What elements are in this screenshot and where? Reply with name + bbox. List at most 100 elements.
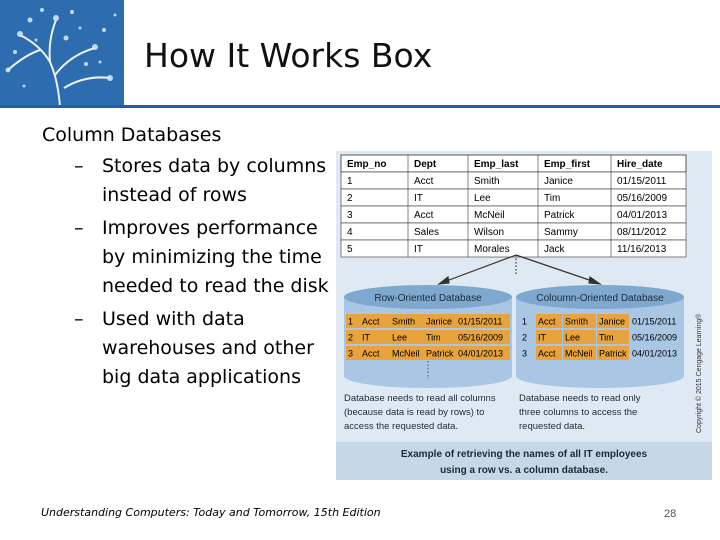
col-db-cell: 04/01/2013	[632, 349, 677, 359]
row-db-title: Row-Oriented Database	[374, 293, 482, 304]
table-cell: Jack	[544, 244, 566, 255]
table-cell: Patrick	[544, 210, 576, 221]
table-cell: IT	[414, 193, 423, 204]
col-db-highlight	[563, 330, 596, 344]
col-db-highlight	[563, 314, 596, 328]
table-cell: Tim	[544, 193, 560, 204]
table-header-cell: Dept	[414, 159, 437, 170]
tree-decoration	[0, 0, 124, 107]
col-db-highlight	[536, 330, 562, 344]
row-db-cell: IT	[362, 333, 371, 343]
col-db-cell: IT	[538, 333, 547, 343]
table-cell: 5	[347, 244, 353, 255]
section-heading: Column Databases	[42, 124, 222, 146]
col-db-cell: 2	[522, 333, 527, 343]
col-db-cell: Smith	[565, 317, 588, 327]
row-db-cell: 3	[348, 349, 353, 359]
bullet-item: –Stores data by columns instead of rows	[74, 152, 332, 210]
table-row	[340, 239, 687, 258]
col-db-highlight	[536, 314, 562, 328]
col-db-highlight	[597, 330, 629, 344]
table-cell: 11/16/2013	[617, 244, 667, 255]
header-band	[124, 0, 720, 107]
bullet-text: Stores data by columns instead of rows	[102, 155, 327, 206]
table-cell: 1	[347, 176, 353, 187]
page-number: 28	[664, 508, 677, 520]
row-db-cell: Tim	[426, 333, 441, 343]
row-db-cell: 1	[348, 317, 353, 327]
table-cell: 08/11/2012	[617, 227, 667, 238]
table-cell: 4	[347, 227, 353, 238]
col-db-cell: Janice	[599, 317, 625, 327]
table-cell: Acct	[414, 210, 434, 221]
row-db-cell: Acct	[362, 349, 380, 359]
table-cell: 2	[347, 193, 353, 204]
row-db-highlight	[346, 314, 510, 328]
row-db-highlight	[346, 330, 510, 344]
table-cell: Wilson	[474, 227, 504, 238]
table-cell: Morales	[474, 244, 510, 255]
row-db-cell: 2	[348, 333, 353, 343]
col-db-title: Coloumn-Oriented Database	[536, 293, 664, 304]
table-header-cell: Emp_last	[474, 159, 519, 170]
row-db-cell: Smith	[392, 317, 415, 327]
col-db-cell: Tim	[599, 333, 614, 343]
col-db-cell: 01/15/2011	[632, 317, 676, 327]
row-db-cell: Acct	[362, 317, 380, 327]
row-db-cell: Lee	[392, 333, 407, 343]
table-header-cell: Hire_date	[617, 159, 663, 170]
table-cell: Sales	[414, 227, 439, 238]
col-db-cell: Acct	[538, 349, 556, 359]
bullet-marker: –	[74, 308, 84, 330]
row-db-highlight	[346, 346, 510, 360]
table-cell: IT	[414, 244, 423, 255]
table-cell: 01/15/2011	[617, 176, 667, 187]
row-db-cell: Patrick	[426, 349, 454, 359]
table-header-cell: Emp_no	[347, 159, 386, 170]
table-cell: Acct	[414, 176, 434, 187]
col-db-cell: McNeil	[565, 349, 593, 359]
col-db-highlight	[597, 346, 629, 360]
row-db-cell: 05/16/2009	[458, 333, 503, 343]
bullet-list: –Stores data by columns instead of rows …	[74, 152, 332, 392]
col-db-highlight	[536, 346, 562, 360]
col-db-cell: Acct	[538, 317, 556, 327]
col-db-cell: 1	[522, 317, 527, 327]
row-db-cell: Janice	[426, 317, 452, 327]
footer-citation: Understanding Computers: Today and Tomor…	[41, 506, 381, 519]
header-rule	[124, 105, 720, 108]
table-cell: Smith	[474, 176, 500, 187]
col-db-cell: Lee	[565, 333, 580, 343]
bullet-item: –Improves performance by minimizing the …	[74, 214, 332, 301]
table-header-cell: Emp_first	[544, 159, 591, 170]
caption-band	[336, 442, 712, 480]
row-db-cell: 04/01/2013	[458, 349, 503, 359]
row-db-cell: McNeil	[392, 349, 420, 359]
bottom-caption: Example of retrieving the names of all I…	[401, 449, 648, 476]
table-cell: 3	[347, 210, 353, 221]
table-cell: McNeil	[474, 210, 505, 221]
col-db-cell: 05/16/2009	[632, 333, 677, 343]
row-db-caption: Database needs to read all columns(becau…	[344, 393, 496, 432]
table-cell: Sammy	[544, 227, 578, 238]
bullet-text: Used with data warehouses and other big …	[102, 308, 314, 388]
row-db-cell: 01/15/2011	[458, 317, 502, 327]
table-cell: Lee	[474, 193, 491, 204]
table-cell: Janice	[544, 176, 573, 187]
bullet-marker: –	[74, 155, 84, 177]
col-db-cell: Patrick	[599, 349, 627, 359]
bullet-text: Improves performance by minimizing the t…	[102, 217, 329, 297]
split-arrows	[436, 254, 603, 285]
col-db-highlight	[597, 314, 629, 328]
copyright-notice: Copyright © 2015 Cengage Learning®	[695, 313, 703, 433]
slide-title: How It Works Box	[144, 36, 433, 75]
col-db-cell: 3	[522, 349, 527, 359]
table-cell: 04/01/2013	[617, 210, 667, 221]
header-rule-left	[0, 105, 124, 108]
bullet-marker: –	[74, 217, 84, 239]
